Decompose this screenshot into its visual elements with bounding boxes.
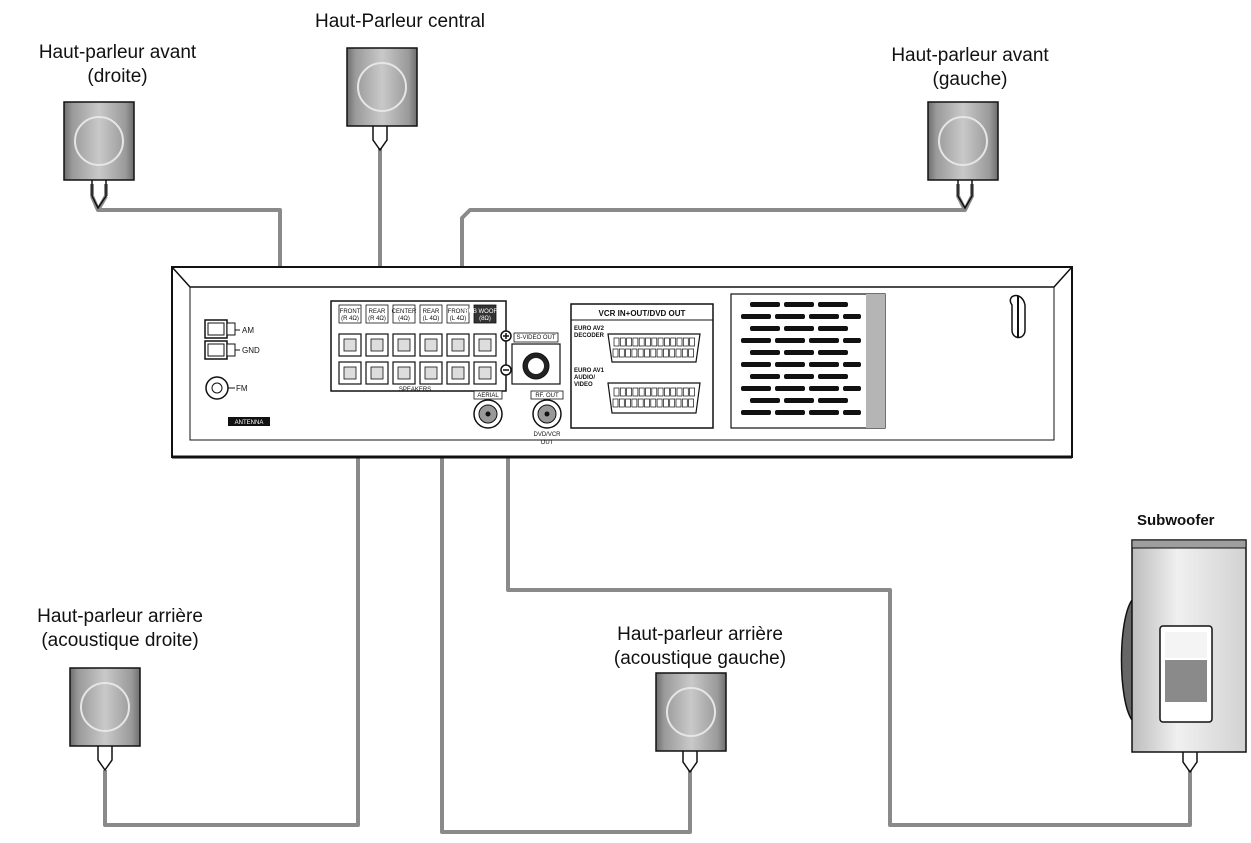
terminal-name: SUB WOOFER — [464, 309, 506, 315]
terminal-name: REAR — [369, 309, 386, 315]
label-front-left-speaker: Haut-parleur avant (gauche) — [891, 45, 1049, 90]
terminal-spec: (R 4Ω) — [341, 316, 359, 322]
gnd-label: GND — [242, 346, 260, 355]
svg-text:EURO AV1: EURO AV1 — [574, 368, 605, 374]
terminal-spec: (8Ω) — [479, 316, 491, 322]
speakers-label: SPEAKERS — [399, 387, 431, 393]
svg-text:DECODER: DECODER — [574, 333, 605, 339]
speaker-terminal-5: FRONT(L 4Ω) — [446, 304, 470, 385]
terminal-spec: (L 4Ω) — [450, 316, 467, 322]
aerial-label: AERIAL — [477, 393, 499, 399]
terminal-name: CENTER — [392, 309, 417, 315]
svg-text:S-VIDEO OUT: S-VIDEO OUT — [516, 335, 555, 341]
cable-subwoofer — [506, 352, 1192, 827]
label-subwoofer: Subwoofer — [1137, 512, 1215, 529]
vent-grille — [730, 293, 886, 429]
label-rear-right-speaker: Haut-parleur arrière (acoustique droite) — [37, 606, 203, 651]
terminal-spec: (R 4Ω) — [368, 316, 386, 322]
svg-text:VIDEO: VIDEO — [574, 382, 593, 388]
terminal-spec: (4Ω) — [398, 316, 410, 322]
terminal-name: REAR — [423, 309, 440, 315]
label-rear-left-speaker: Haut-parleur arrière (acoustique gauche) — [613, 624, 787, 669]
speaker-cables — [90, 148, 1192, 834]
speaker-rear-left — [655, 672, 727, 774]
speaker-terminal-4: REAR(L 4Ω) — [419, 304, 443, 385]
speaker-rear-right — [69, 667, 141, 772]
svg-text:EURO AV2: EURO AV2 — [574, 326, 605, 332]
speaker-terminal-3: CENTER(4Ω) — [392, 304, 417, 385]
antenna-terminals: AM GND FM ANTENNA — [204, 319, 270, 426]
label-front-right-speaker: Haut-parleur avant (droite) — [38, 42, 197, 87]
terminal-spec: (L 4Ω) — [423, 316, 440, 322]
speaker-terminal-block: FRONT(R 4Ω)REAR(R 4Ω)CENTER(4Ω)REAR(L 4Ω… — [330, 300, 512, 393]
svg-text:AUDIO/: AUDIO/ — [574, 375, 595, 381]
speaker-terminal-6: SUB WOOFER(8Ω) — [464, 304, 506, 385]
scart-title: VCR IN+OUT/DVD OUT — [599, 309, 686, 318]
fm-label: FM — [236, 384, 248, 393]
scart-panel: VCR IN+OUT/DVD OUT EURO AV2 DECODER EURO… — [570, 303, 714, 429]
power-cord — [1009, 294, 1026, 339]
label-center-speaker: Haut-Parleur central — [314, 11, 486, 32]
speaker-center — [346, 47, 418, 152]
receiver-back-panel: AM GND FM ANTENNA FRONT(R 4Ω)REAR(R 4Ω)C… — [171, 266, 1073, 459]
terminal-name: FRONT — [340, 309, 361, 315]
cable-rear-right — [103, 352, 360, 827]
svg-text:DVD/VCR: DVD/VCR — [533, 432, 561, 438]
terminal-name: FRONT — [448, 309, 469, 315]
aerial-rf-connectors: AERIAL RF. OUT DVD/VCR OUT — [473, 390, 564, 446]
am-label: AM — [242, 326, 254, 335]
subwoofer-unit — [1120, 539, 1247, 774]
speaker-front-right — [63, 101, 135, 210]
svg-text:OUT: OUT — [541, 440, 554, 446]
antenna-badge: ANTENNA — [235, 420, 264, 426]
speaker-terminal-1: FRONT(R 4Ω) — [338, 304, 362, 385]
speaker-terminal-2: REAR(R 4Ω) — [365, 304, 389, 385]
svideo-out: S-VIDEO OUT — [511, 332, 561, 385]
cable-rear-left — [440, 352, 692, 834]
speaker-front-left — [927, 101, 999, 210]
rf-out-label: RF. OUT — [535, 393, 559, 399]
